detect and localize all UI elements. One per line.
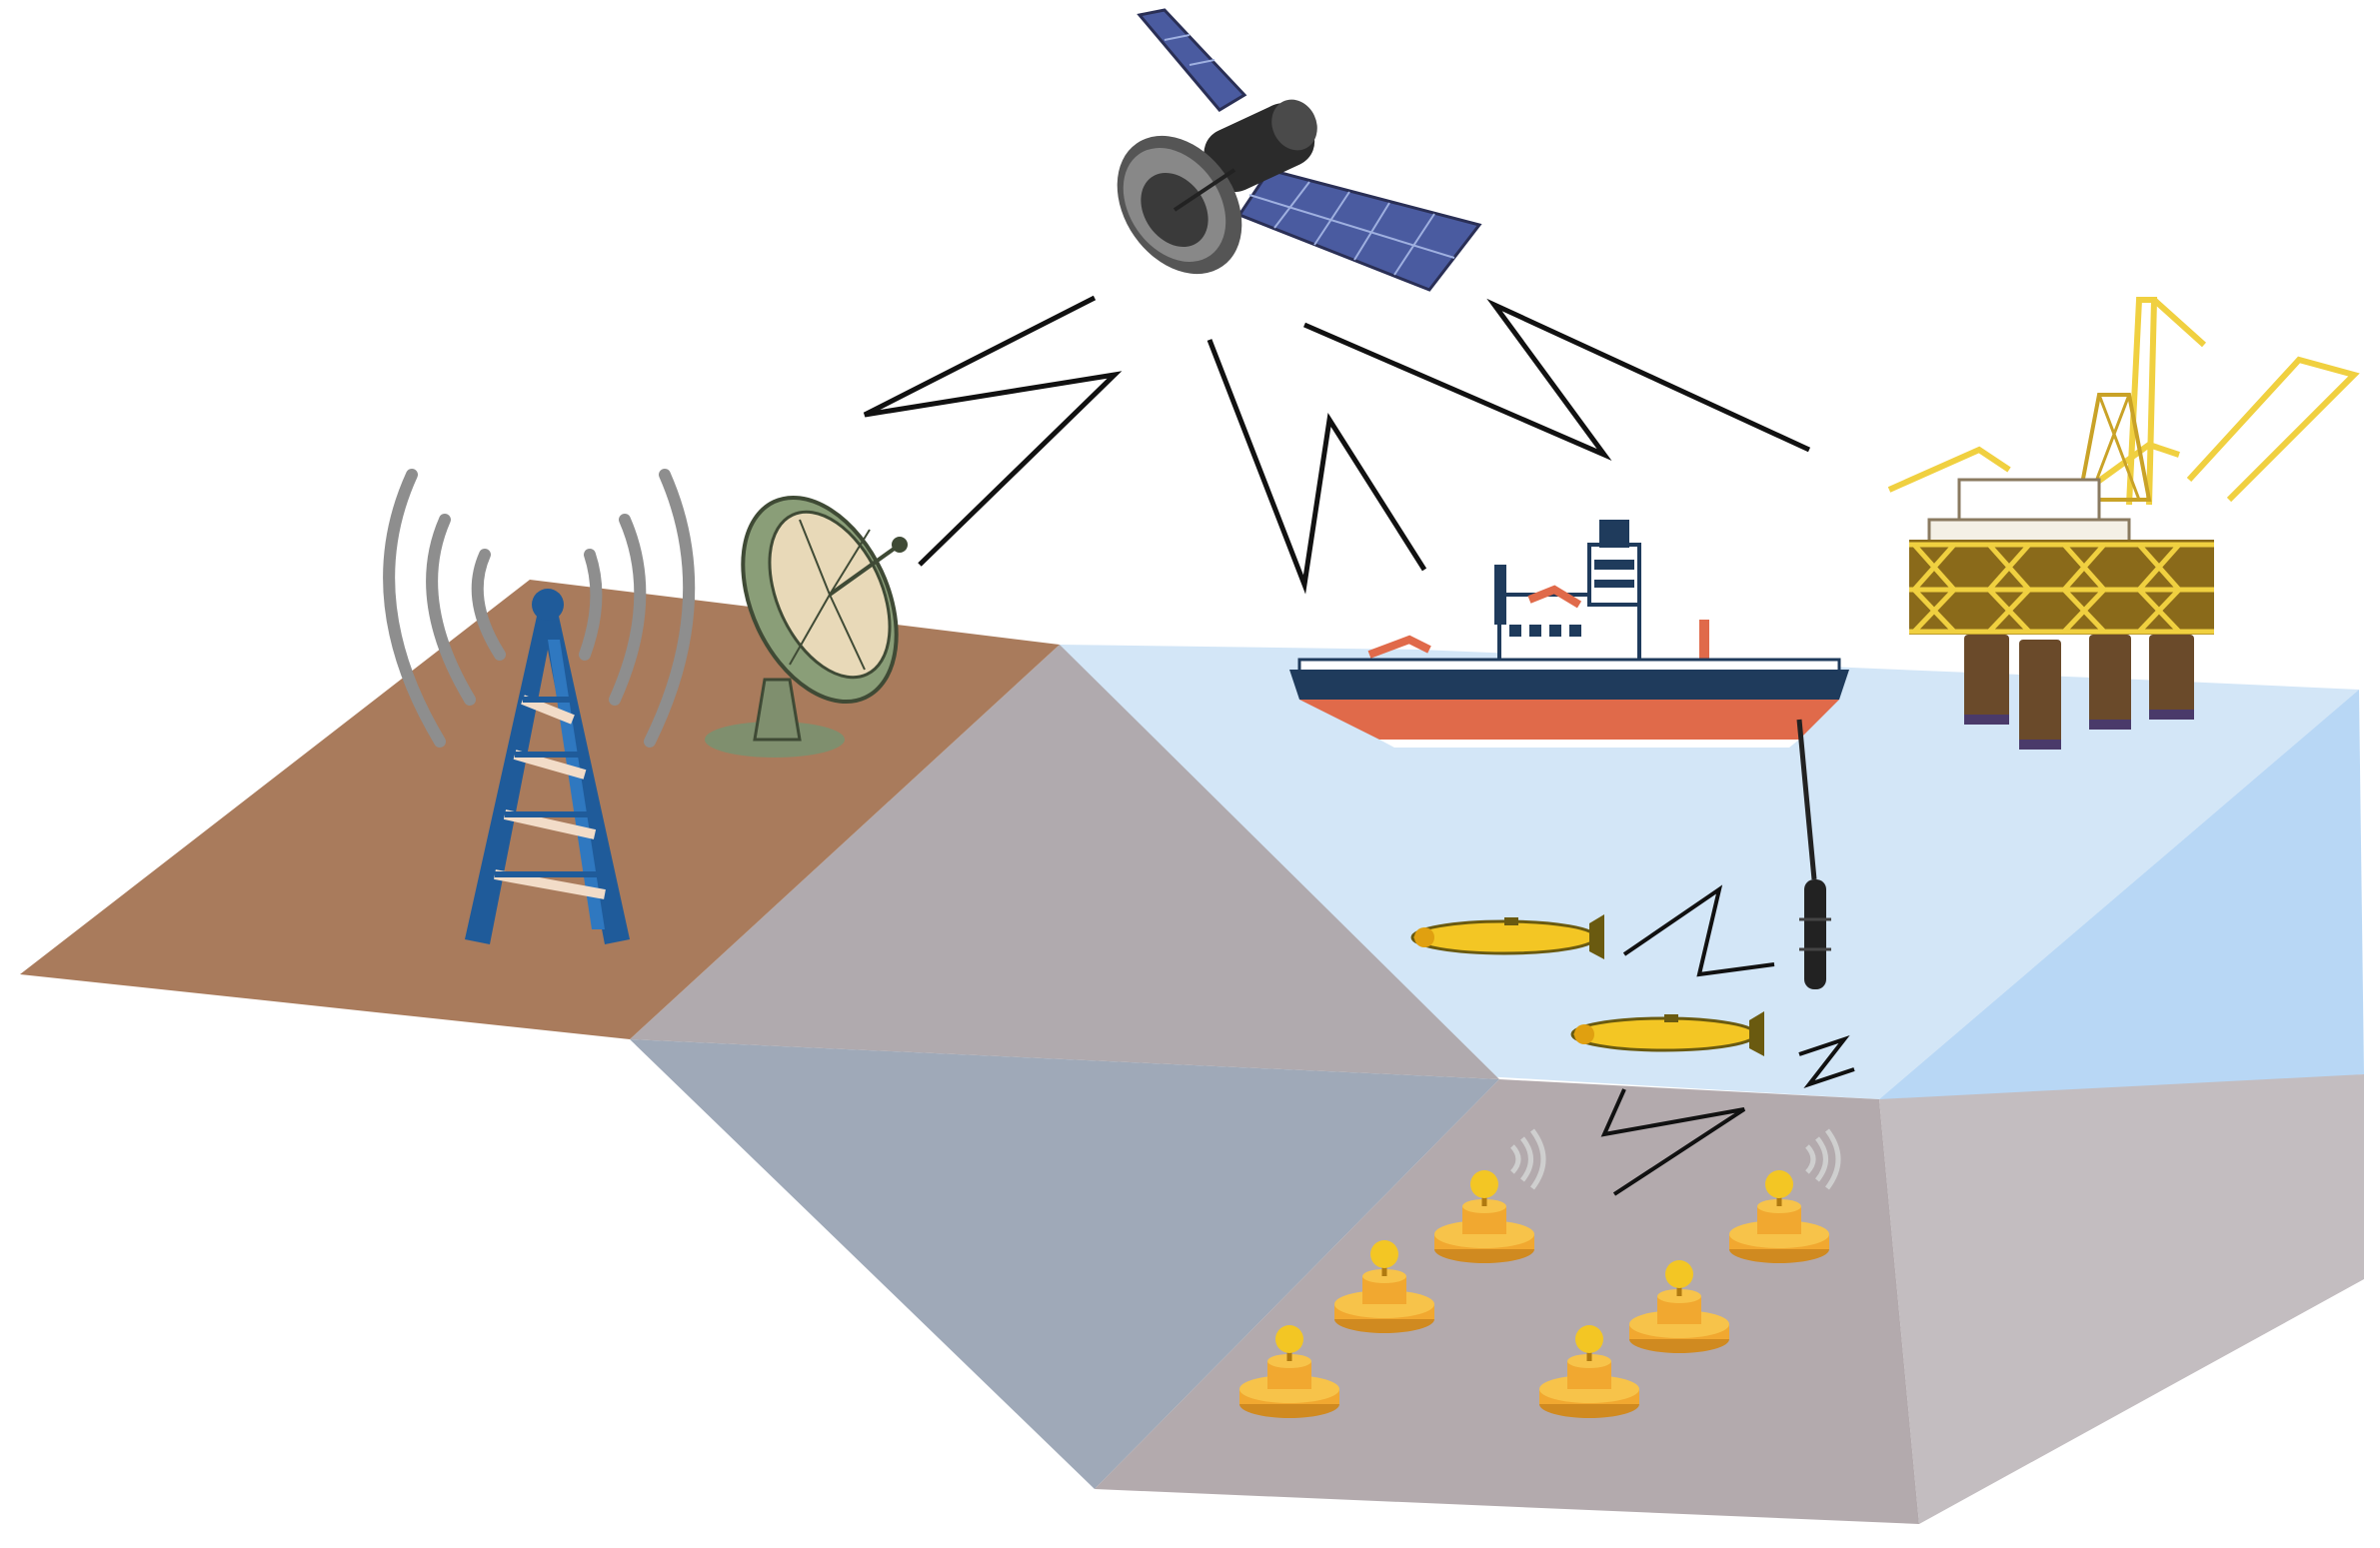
continental-slope-lower bbox=[630, 1039, 1499, 1489]
link-auv2-hydrophone bbox=[1798, 1035, 1855, 1088]
offshore-platform-icon bbox=[1887, 297, 2360, 750]
radio-tower-icon bbox=[383, 469, 696, 944]
land bbox=[20, 580, 1060, 1039]
sensor-node-icon bbox=[1334, 1240, 1434, 1333]
terrain bbox=[20, 580, 2364, 1524]
link-satellite-platform bbox=[1303, 298, 1811, 461]
continental-slope-upper bbox=[630, 645, 1499, 1079]
auv-icon bbox=[1410, 914, 1604, 959]
sea-front-face bbox=[1879, 690, 2364, 1107]
seabed-side-face bbox=[1879, 1074, 2364, 1524]
ship-icon bbox=[1289, 520, 1849, 748]
link-auv2-seabed bbox=[1600, 1088, 1746, 1196]
sensor-node-icon bbox=[1239, 1325, 1339, 1418]
link-satellite-ship bbox=[1206, 339, 1427, 595]
satellite-icon bbox=[1117, 8, 1482, 292]
sensor-node-icon bbox=[1629, 1260, 1729, 1353]
satellite-dish-icon bbox=[705, 495, 908, 758]
sensor-node-icon bbox=[1539, 1325, 1639, 1418]
sensor-node-icon bbox=[1729, 1128, 1841, 1263]
seabed-sensors bbox=[1239, 1128, 1841, 1418]
link-auv1-hydrophone bbox=[1622, 884, 1775, 977]
acoustic-links bbox=[1600, 884, 1855, 1196]
link-satellite-ground-station bbox=[863, 295, 1123, 567]
radio-links bbox=[863, 295, 1811, 595]
acoustic-modem-icon bbox=[1796, 719, 1831, 989]
auv-icon bbox=[1570, 1011, 1764, 1056]
sensor-node-icon bbox=[1434, 1128, 1546, 1263]
